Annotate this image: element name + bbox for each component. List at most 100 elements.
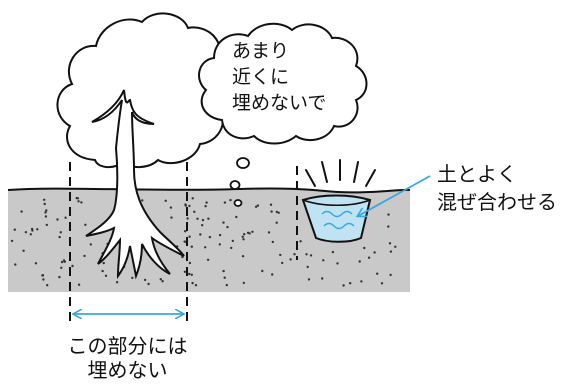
soil-dot: [267, 231, 271, 234]
soil-dot: [60, 266, 63, 269]
soil-dot: [164, 199, 167, 202]
soil-dot: [102, 261, 105, 265]
soil-dot: [191, 281, 194, 285]
soil-dot: [201, 218, 205, 222]
soil-dot: [199, 233, 202, 236]
bucket-rim: [302, 199, 371, 206]
soil-dot: [270, 210, 273, 213]
soil-dot: [36, 228, 39, 231]
soil-dot: [77, 283, 81, 286]
soil-dot: [34, 262, 38, 265]
soil-dot: [204, 246, 207, 249]
soil-dot: [222, 221, 225, 224]
soil-dot: [184, 230, 187, 233]
soil-dot: [380, 282, 384, 285]
soil-dot: [188, 272, 191, 276]
soil-dot: [281, 261, 284, 265]
soil-dot: [275, 210, 278, 214]
soil-dot: [183, 240, 186, 243]
water-label-line-1: 土とよく: [437, 162, 517, 186]
soil-dot: [191, 197, 194, 200]
thought-circle-medium: [229, 180, 241, 190]
splash-lines: [305, 159, 376, 187]
soil-dot: [241, 235, 244, 238]
soil-dot: [309, 254, 313, 257]
ground-surface-line: [7, 187, 411, 194]
soil-dot: [45, 223, 48, 227]
soil-dot: [159, 278, 162, 281]
water-label-line-2: 混ぜ合わせる: [437, 190, 557, 214]
soil-dot: [204, 205, 207, 208]
soil-dot: [71, 264, 74, 268]
soil-dot: [44, 211, 47, 214]
soil-dot: [331, 250, 335, 254]
soil-dot: [229, 198, 232, 202]
soil-dot: [389, 273, 392, 277]
soil-dot: [293, 253, 296, 256]
tree-trunk: [85, 89, 185, 280]
soil-dot: [183, 270, 187, 273]
soil-dot: [188, 204, 191, 208]
soil-dot: [193, 210, 196, 213]
soil-dot: [271, 240, 274, 244]
soil-dot: [83, 254, 86, 258]
soil-dot: [76, 197, 80, 200]
soil-dot: [41, 274, 44, 277]
soil-dot: [305, 253, 308, 256]
soil-dot: [190, 273, 193, 276]
soil-dot: [131, 276, 134, 280]
soil-dot: [271, 273, 274, 276]
soil-dot: [13, 228, 16, 231]
water-label: 土とよく 混ぜ合わせる: [437, 160, 557, 216]
bottom-label: この部分には 埋めない: [45, 334, 210, 382]
soil-dot: [235, 215, 238, 219]
soil-dot: [275, 221, 278, 224]
bottom-label-line-1: この部分には: [67, 334, 188, 358]
soil-dot: [147, 282, 150, 286]
soil-dot: [58, 235, 61, 239]
soil-dot: [373, 251, 376, 254]
soil-dot: [389, 250, 393, 253]
soil-dot: [226, 225, 229, 229]
water-bucket: [301, 194, 372, 243]
soil-dot: [45, 209, 48, 212]
soil-dot: [58, 275, 61, 279]
soil-dot: [43, 202, 46, 206]
soil-dot: [24, 231, 28, 234]
soil-dot: [104, 274, 108, 277]
soil-dot: [241, 255, 245, 258]
soil-dot: [29, 233, 32, 236]
soil-dot: [64, 216, 67, 219]
soil-dot: [254, 205, 258, 208]
thought-bubble: [198, 22, 368, 145]
soil-dot: [243, 233, 246, 236]
soil-dot: [321, 277, 324, 280]
soil-dot: [342, 284, 345, 287]
soil-dot: [261, 269, 264, 273]
soil-dot: [223, 201, 227, 204]
soil-dot: [256, 204, 260, 207]
soil-dot: [208, 235, 212, 239]
soil-dot: [60, 260, 64, 264]
soil-dot: [231, 239, 234, 243]
soil-dot: [141, 199, 144, 202]
soil-dot: [59, 231, 62, 234]
soil-dot: [299, 240, 302, 243]
soil-dot: [207, 217, 210, 220]
soil-dot: [42, 278, 45, 281]
soil-dot: [307, 278, 311, 281]
soil-dot: [77, 200, 80, 203]
soil-dot: [358, 260, 361, 263]
soil-dot: [196, 217, 199, 220]
thought-circle-large: [236, 157, 250, 169]
soil-dot: [367, 256, 371, 259]
soil-dot: [62, 259, 66, 262]
speech-line-3: 埋めないで: [232, 92, 327, 114]
soil-dot: [188, 235, 191, 238]
soil-dot: [20, 210, 23, 213]
water-ripple-2: [323, 222, 355, 230]
soil-dot: [115, 281, 119, 284]
speech-line-1: あまり: [232, 40, 290, 62]
soil-dot: [336, 262, 339, 265]
soil-dot: [277, 211, 280, 214]
